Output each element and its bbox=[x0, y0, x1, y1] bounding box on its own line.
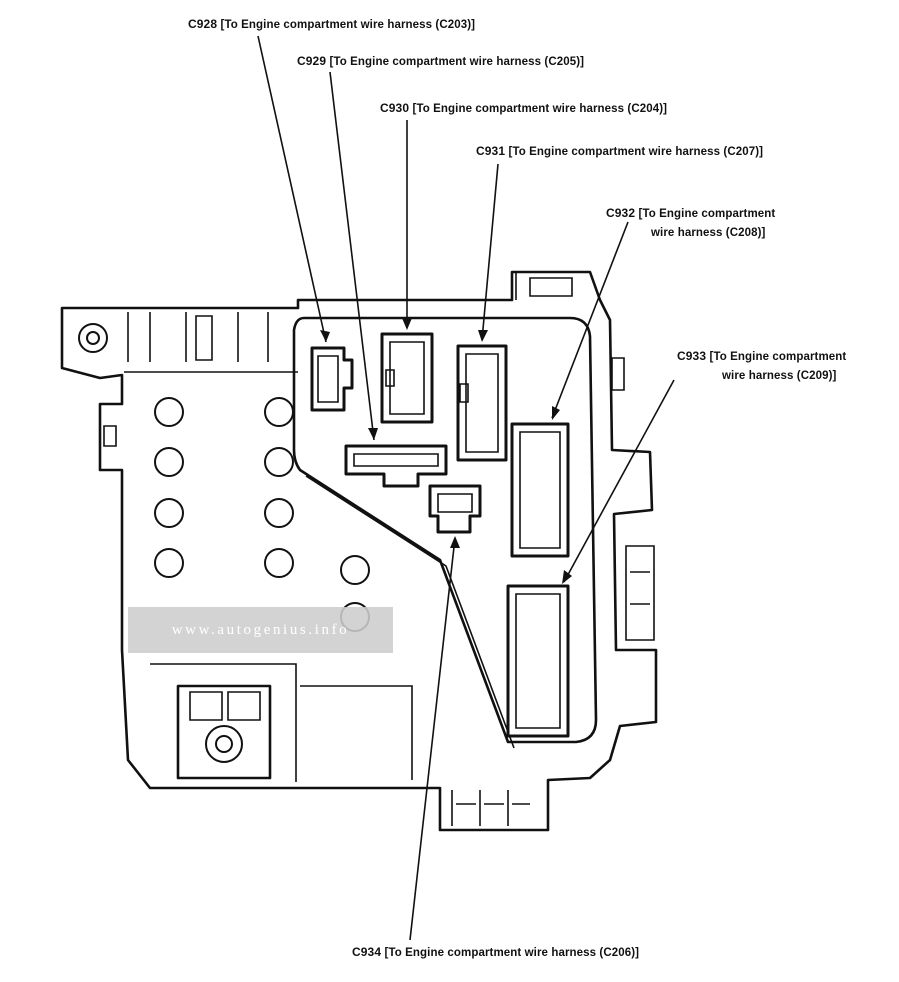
fuse-box-housing bbox=[60, 270, 658, 832]
label-c933-line1: [To Engine compartment bbox=[709, 351, 847, 363]
watermark: www.autogenius.info bbox=[128, 607, 393, 653]
label-c934-text: [To Engine compartment wire harness (C20… bbox=[384, 947, 640, 959]
label-c930-text: [To Engine compartment wire harness (C20… bbox=[412, 103, 668, 115]
label-c928: C928 [To Engine compartment wire harness… bbox=[188, 16, 475, 33]
label-c928-code: C928 bbox=[188, 17, 218, 31]
label-c933: C933 [To Engine compartment bbox=[677, 348, 846, 365]
label-c929-text: [To Engine compartment wire harness (C20… bbox=[329, 56, 585, 68]
label-c934: C934 [To Engine compartment wire harness… bbox=[352, 944, 639, 961]
connector-c930-shape bbox=[380, 332, 434, 424]
connector-c929-shape bbox=[344, 444, 448, 488]
label-c931: C931 [To Engine compartment wire harness… bbox=[476, 143, 763, 160]
connector-c933-shape bbox=[506, 584, 570, 738]
label-c930: C930 [To Engine compartment wire harness… bbox=[380, 100, 667, 117]
label-c929-code: C929 bbox=[297, 54, 327, 68]
watermark-text: www.autogenius.info bbox=[171, 622, 350, 638]
label-c932-second-line: wire harness (C208)] bbox=[651, 224, 766, 241]
label-c929: C929 [To Engine compartment wire harness… bbox=[297, 53, 584, 70]
connector-c928-shape bbox=[310, 346, 354, 412]
label-c933-line2: wire harness (C209)] bbox=[722, 370, 837, 382]
leader-lines bbox=[257, 35, 675, 941]
connector-c934-shape bbox=[428, 484, 482, 534]
label-c933-second-line: wire harness (C209)] bbox=[722, 367, 837, 384]
connector-c932-shape bbox=[510, 422, 570, 558]
connector-c931-shape bbox=[456, 344, 508, 462]
label-c928-text: [To Engine compartment wire harness (C20… bbox=[220, 19, 476, 31]
label-c931-text: [To Engine compartment wire harness (C20… bbox=[508, 146, 764, 158]
label-c932: C932 [To Engine compartment bbox=[606, 205, 775, 222]
label-c932-code: C932 bbox=[606, 206, 636, 220]
label-c933-code: C933 bbox=[677, 349, 707, 363]
fuse-holes bbox=[154, 397, 370, 632]
label-c932-line1: [To Engine compartment bbox=[638, 208, 776, 220]
label-c934-code: C934 bbox=[352, 945, 382, 959]
label-c931-code: C931 bbox=[476, 144, 506, 158]
label-c930-code: C930 bbox=[380, 101, 410, 115]
label-c932-line2: wire harness (C208)] bbox=[651, 227, 766, 239]
